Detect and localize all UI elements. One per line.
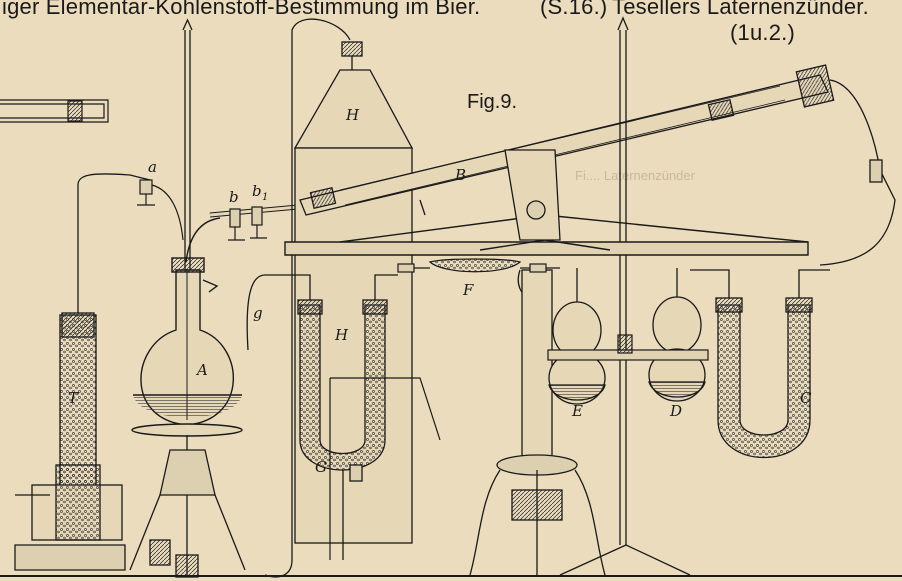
u-tube-H-stand	[329, 377, 441, 560]
flask-A-stand	[129, 435, 246, 578]
title-right-note: (1u.2.)	[730, 20, 795, 45]
label-A: A	[195, 361, 208, 379]
bulb-E	[548, 268, 606, 405]
central-stand	[469, 149, 606, 576]
show-through-text: Fi.... Laternenzünder	[575, 168, 696, 183]
label-b1-subscript: 1	[262, 192, 268, 203]
u-tube-C	[690, 269, 830, 459]
reservoir-H	[264, 18, 426, 578]
label-C: C	[800, 389, 812, 407]
u-tube-H	[246, 274, 398, 560]
title-right: Tesellers Laternenzünder.	[612, 0, 869, 19]
label-F: F	[462, 281, 474, 299]
figure-label: Fig.9.	[467, 91, 517, 113]
label-E: E	[571, 402, 583, 420]
combustion-tube-B	[299, 64, 896, 266]
flask-A	[131, 217, 243, 437]
label-B: B	[454, 166, 466, 184]
clamp-a	[137, 179, 184, 241]
label-T: T	[68, 389, 79, 407]
tube-F	[397, 258, 560, 273]
label-H-top: H	[345, 106, 360, 124]
title-left: iger Elementar-Kohlenstoff-Bestimmung im…	[2, 0, 480, 19]
label-g: g	[253, 304, 263, 322]
label-H-lower: H	[334, 326, 349, 344]
label-a: a	[148, 158, 157, 176]
title-left-note: (S.16.)	[540, 0, 607, 19]
previous-figure-fragment	[0, 99, 109, 123]
label-D: D	[669, 402, 682, 420]
bulb-holder	[547, 334, 709, 361]
tube-T	[14, 173, 151, 571]
label-b1: b	[252, 182, 262, 200]
label-b: b	[229, 188, 239, 206]
label-G: G	[315, 458, 327, 476]
stand-rod-right	[559, 16, 691, 576]
bulb-D	[648, 268, 706, 402]
